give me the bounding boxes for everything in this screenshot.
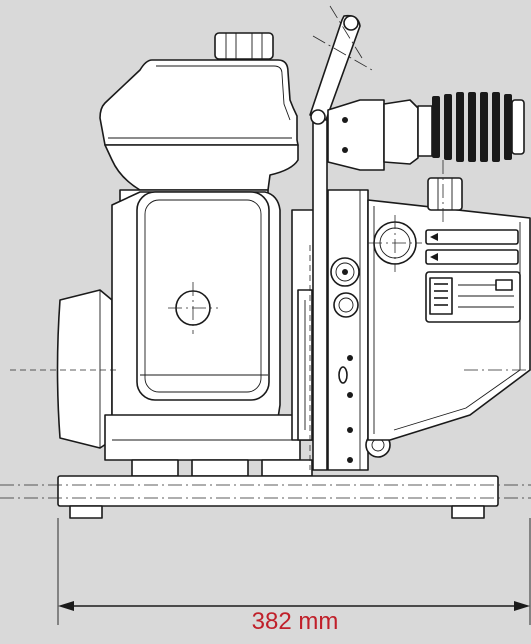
flow-arrow-label bbox=[425, 229, 519, 245]
hose-coupling bbox=[327, 92, 525, 171]
fuel-cap bbox=[214, 32, 274, 60]
dimension-label: 382 mm bbox=[251, 608, 339, 635]
carry-handle bbox=[309, 14, 361, 125]
hose-grip bbox=[432, 92, 525, 162]
center-lines bbox=[0, 5, 531, 499]
engine-block bbox=[104, 191, 301, 461]
fuel-tank bbox=[99, 59, 299, 146]
engine-feet bbox=[131, 459, 313, 477]
dimension-382 bbox=[57, 518, 531, 625]
flow-arrow-label bbox=[425, 249, 519, 265]
fill-plug bbox=[427, 177, 463, 211]
pump-housing bbox=[367, 177, 531, 441]
frame-post bbox=[312, 114, 369, 471]
recoil-starter bbox=[56, 289, 113, 449]
base-plate bbox=[57, 475, 499, 519]
